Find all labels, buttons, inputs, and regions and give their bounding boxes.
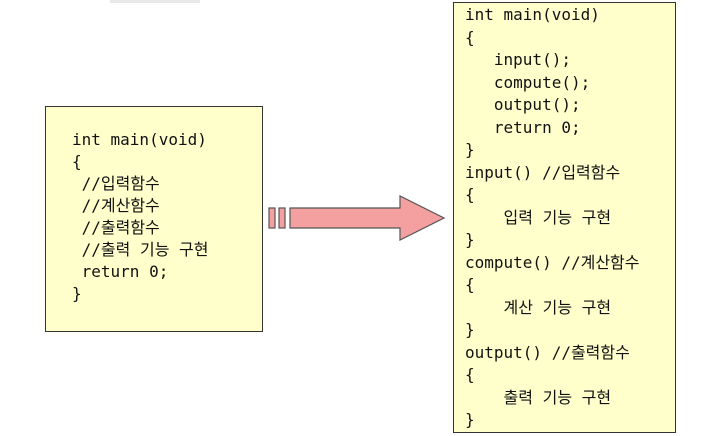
right-code-line: input(); [465,50,571,69]
right-code-line: compute() //계산함수 [465,252,640,272]
left-code-line: //계산함수 [72,196,160,215]
right-code-line: output(); [465,95,581,114]
arrow-tail-bar [268,207,276,229]
arrow-body [289,195,446,241]
right-code-line: { [465,275,475,294]
right-code-line: output() //출력함수 [465,342,630,362]
right-code-line: } [465,230,475,249]
right-arrow-icon [268,195,446,241]
left-code-line: //출력 기능 구현 [72,240,209,259]
right-code-line: 계산 기능 구현 [465,297,612,317]
right-code-line: { [465,27,475,47]
left-code-line: //출력함수 [72,218,160,237]
right-code-line: { [465,185,475,204]
right-code-line: { [465,365,475,384]
left-code-line: return 0; [72,262,169,281]
left-code-box: int main(void) { //입력함수 //계산함수 //출력함수 //… [45,106,263,332]
right-code-line: compute(); [465,72,591,92]
right-code-box: int main(void) { input(); compute(); out… [453,2,676,433]
right-code-line: int main(void) [465,5,600,24]
left-code-line: //입력함수 [72,174,160,193]
right-code-line: } [465,410,475,429]
right-code-line: 출력 기능 구현 [465,387,612,407]
right-code-line: return 0; [465,117,581,137]
right-code-line: 입력 기능 구현 [465,207,612,227]
arrow-tail-bar [278,207,286,229]
left-code-line: int main(void) [72,130,207,149]
left-code-line: } [72,284,82,303]
right-code-line: } [465,140,475,159]
right-code-line: input() //입력함수 [465,162,621,182]
left-code-line: { [72,152,82,171]
cropped-top-fragment [110,0,200,3]
right-code-line: } [465,320,475,339]
